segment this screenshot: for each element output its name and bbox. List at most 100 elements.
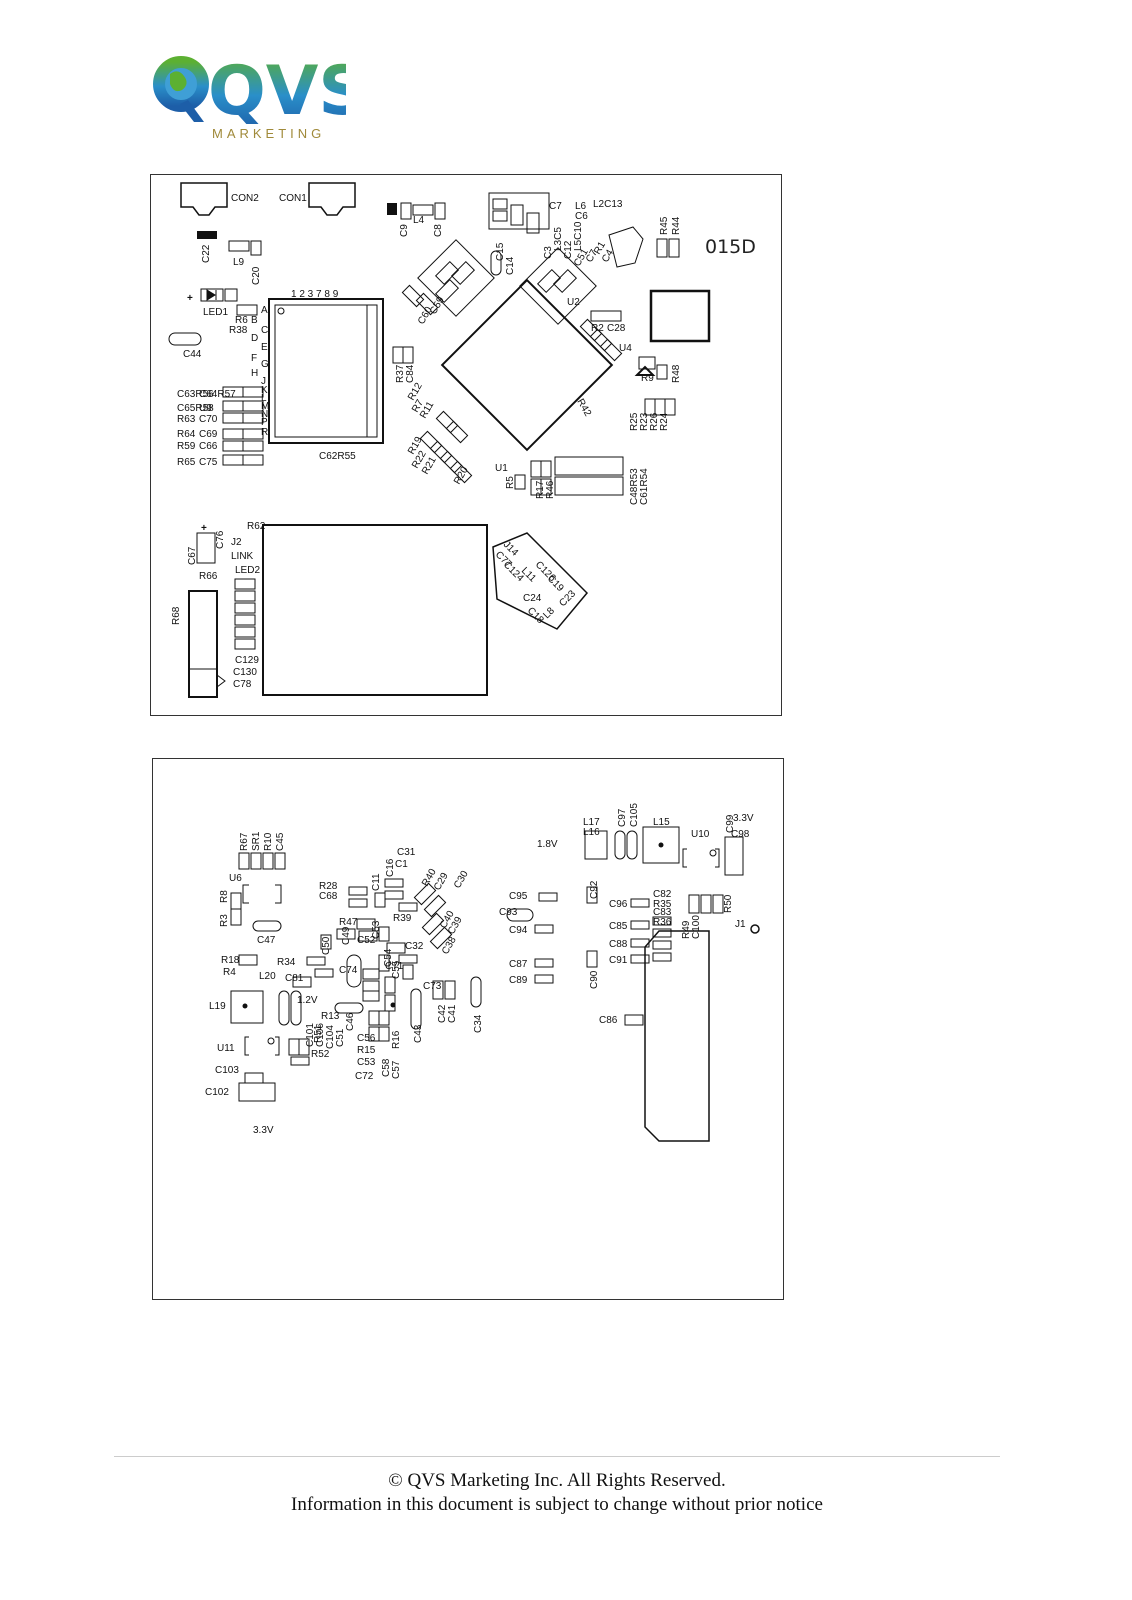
silkscreen-label: L bbox=[261, 393, 267, 404]
silkscreen-label: R36 bbox=[653, 917, 672, 928]
silkscreen-label: U10 bbox=[691, 829, 710, 840]
silkscreen-label: R9 bbox=[641, 373, 654, 384]
label-l5c10: L5C10 bbox=[573, 221, 584, 251]
silkscreen-label: C98 bbox=[731, 829, 750, 840]
silkscreen-label: C129 bbox=[235, 655, 259, 666]
silkscreen-label: LINK bbox=[231, 551, 254, 562]
label-l6: L6 bbox=[575, 201, 587, 212]
silkscreen-label: U1 bbox=[495, 463, 508, 474]
silkscreen-label: R17 bbox=[535, 480, 546, 499]
silkscreen-label: R18 bbox=[221, 955, 240, 966]
silkscreen-label: C24 bbox=[523, 593, 542, 604]
silkscreen-label: R68 bbox=[171, 606, 182, 625]
silkscreen-label: C93 bbox=[499, 907, 518, 918]
logo-letters: QVS bbox=[208, 52, 346, 131]
silkscreen-label: C32 bbox=[405, 941, 424, 952]
silkscreen-label: R35 bbox=[653, 899, 672, 910]
silkscreen-label: C65R58 bbox=[177, 403, 214, 414]
con1-footprint bbox=[308, 182, 356, 216]
silkscreen-label: C103 bbox=[215, 1065, 239, 1076]
label-l4: L4 bbox=[413, 215, 425, 226]
silkscreen-label: R39 bbox=[393, 913, 412, 924]
silkscreen-label: C38 bbox=[440, 935, 459, 957]
silkscreen-label: R23 bbox=[639, 412, 650, 431]
silkscreen-label: C46 bbox=[345, 1012, 356, 1031]
label-con1: CON1 bbox=[279, 193, 307, 204]
silkscreen-label: C51 bbox=[335, 1028, 346, 1047]
silkscreen-label: R16 bbox=[391, 1030, 402, 1049]
silkscreen-label: C71 bbox=[385, 961, 404, 972]
silkscreen-label: U2 bbox=[567, 297, 580, 308]
voltage-3v3-right: 3.3V bbox=[733, 813, 754, 824]
silkscreen-label: C87 bbox=[509, 959, 528, 970]
silkscreen-label: R47 bbox=[339, 917, 358, 928]
silkscreen-label: C72 bbox=[355, 1071, 374, 1082]
silkscreen-label: C101 bbox=[305, 1023, 316, 1047]
silkscreen-label: R10 bbox=[263, 832, 274, 851]
silkscreen-label: C104 bbox=[325, 1025, 336, 1049]
top-board-silkscreen: CON2 CON1 C22 L9 C20 C9 L4 C8 C7 L6 L2C1… bbox=[150, 174, 782, 716]
silkscreen-label: R5 bbox=[505, 476, 516, 489]
footer-divider bbox=[114, 1456, 1000, 1457]
label-l3c5: L3C5 bbox=[553, 227, 564, 251]
silkscreen-label: L16 bbox=[583, 827, 600, 838]
silkscreen-label: C34 bbox=[473, 1014, 484, 1033]
silkscreen-label: C78 bbox=[233, 679, 252, 690]
silkscreen-label: R34 bbox=[277, 957, 296, 968]
silkscreen-label: C102 bbox=[205, 1087, 229, 1098]
silkscreen-label: R37 bbox=[395, 364, 406, 383]
silkscreen-label: R28 bbox=[319, 881, 338, 892]
silkscreen-label: C73 bbox=[423, 981, 442, 992]
label-c22: C22 bbox=[201, 244, 212, 263]
silkscreen-label: C81 bbox=[285, 973, 304, 984]
silkscreen-label: C89 bbox=[509, 975, 528, 986]
silkscreen-label: C1 bbox=[395, 859, 408, 870]
label-c9: C9 bbox=[399, 224, 410, 237]
label-c44: C44 bbox=[183, 349, 202, 360]
silkscreen-label: SR1 bbox=[251, 831, 262, 851]
silkscreen-label: R50 bbox=[723, 894, 734, 913]
silkscreen-label: C11 bbox=[371, 873, 382, 891]
silkscreen-label: R59 bbox=[177, 441, 196, 452]
silkscreen-label: R15 bbox=[357, 1045, 376, 1056]
silkscreen-label: C82 bbox=[653, 889, 672, 900]
silkscreen-label: U4 bbox=[619, 343, 632, 354]
silkscreen-label: L15 bbox=[653, 817, 670, 828]
silkscreen-label: L19 bbox=[209, 1001, 226, 1012]
label-r38: R38 bbox=[229, 325, 248, 336]
silkscreen-label: C59 bbox=[428, 295, 447, 317]
silkscreen-label: C61R54 bbox=[639, 468, 650, 505]
label-r44: R44 bbox=[671, 216, 682, 235]
svg-text:+: + bbox=[187, 293, 193, 304]
silkscreen-label: R46 bbox=[545, 480, 556, 499]
footer-notice: Information in this document is subject … bbox=[291, 1494, 823, 1515]
revision-label: 015D bbox=[705, 236, 756, 258]
silkscreen-label: R4 bbox=[223, 967, 236, 978]
silkscreen-label: J bbox=[261, 376, 266, 387]
silkscreen-label: F bbox=[251, 353, 257, 364]
label-u9: C62R55 bbox=[319, 451, 356, 462]
silkscreen-label: R20 bbox=[452, 465, 471, 487]
silkscreen-label: C97 bbox=[617, 808, 628, 827]
silkscreen-label: C58 bbox=[381, 1058, 392, 1077]
silkscreen-label: U9 bbox=[199, 403, 212, 414]
silkscreen-label: R26 bbox=[649, 412, 660, 431]
voltage-1v2: 1.2V bbox=[297, 995, 318, 1006]
label-c15: C15 bbox=[495, 242, 506, 261]
silkscreen-label: C105 bbox=[629, 803, 640, 827]
silkscreen-label: E bbox=[261, 342, 268, 353]
label-c7: C7 bbox=[549, 201, 562, 212]
silkscreen-label: C47 bbox=[257, 935, 276, 946]
con2-footprint bbox=[180, 182, 228, 216]
silkscreen-label: C74 bbox=[339, 965, 358, 976]
silkscreen-label: C45 bbox=[275, 832, 286, 851]
silkscreen-label: R51 bbox=[313, 1024, 324, 1043]
silkscreen-label: R8 bbox=[219, 890, 230, 903]
silkscreen-label: J1 bbox=[735, 919, 746, 930]
silkscreen-label: C75 bbox=[199, 457, 218, 468]
silkscreen-label: C94 bbox=[509, 925, 528, 936]
silkscreen-label: R67 bbox=[239, 832, 250, 851]
silkscreen-label: C76 bbox=[215, 530, 226, 549]
label-r45: R45 bbox=[659, 216, 670, 235]
silkscreen-label: C96 bbox=[609, 899, 628, 910]
